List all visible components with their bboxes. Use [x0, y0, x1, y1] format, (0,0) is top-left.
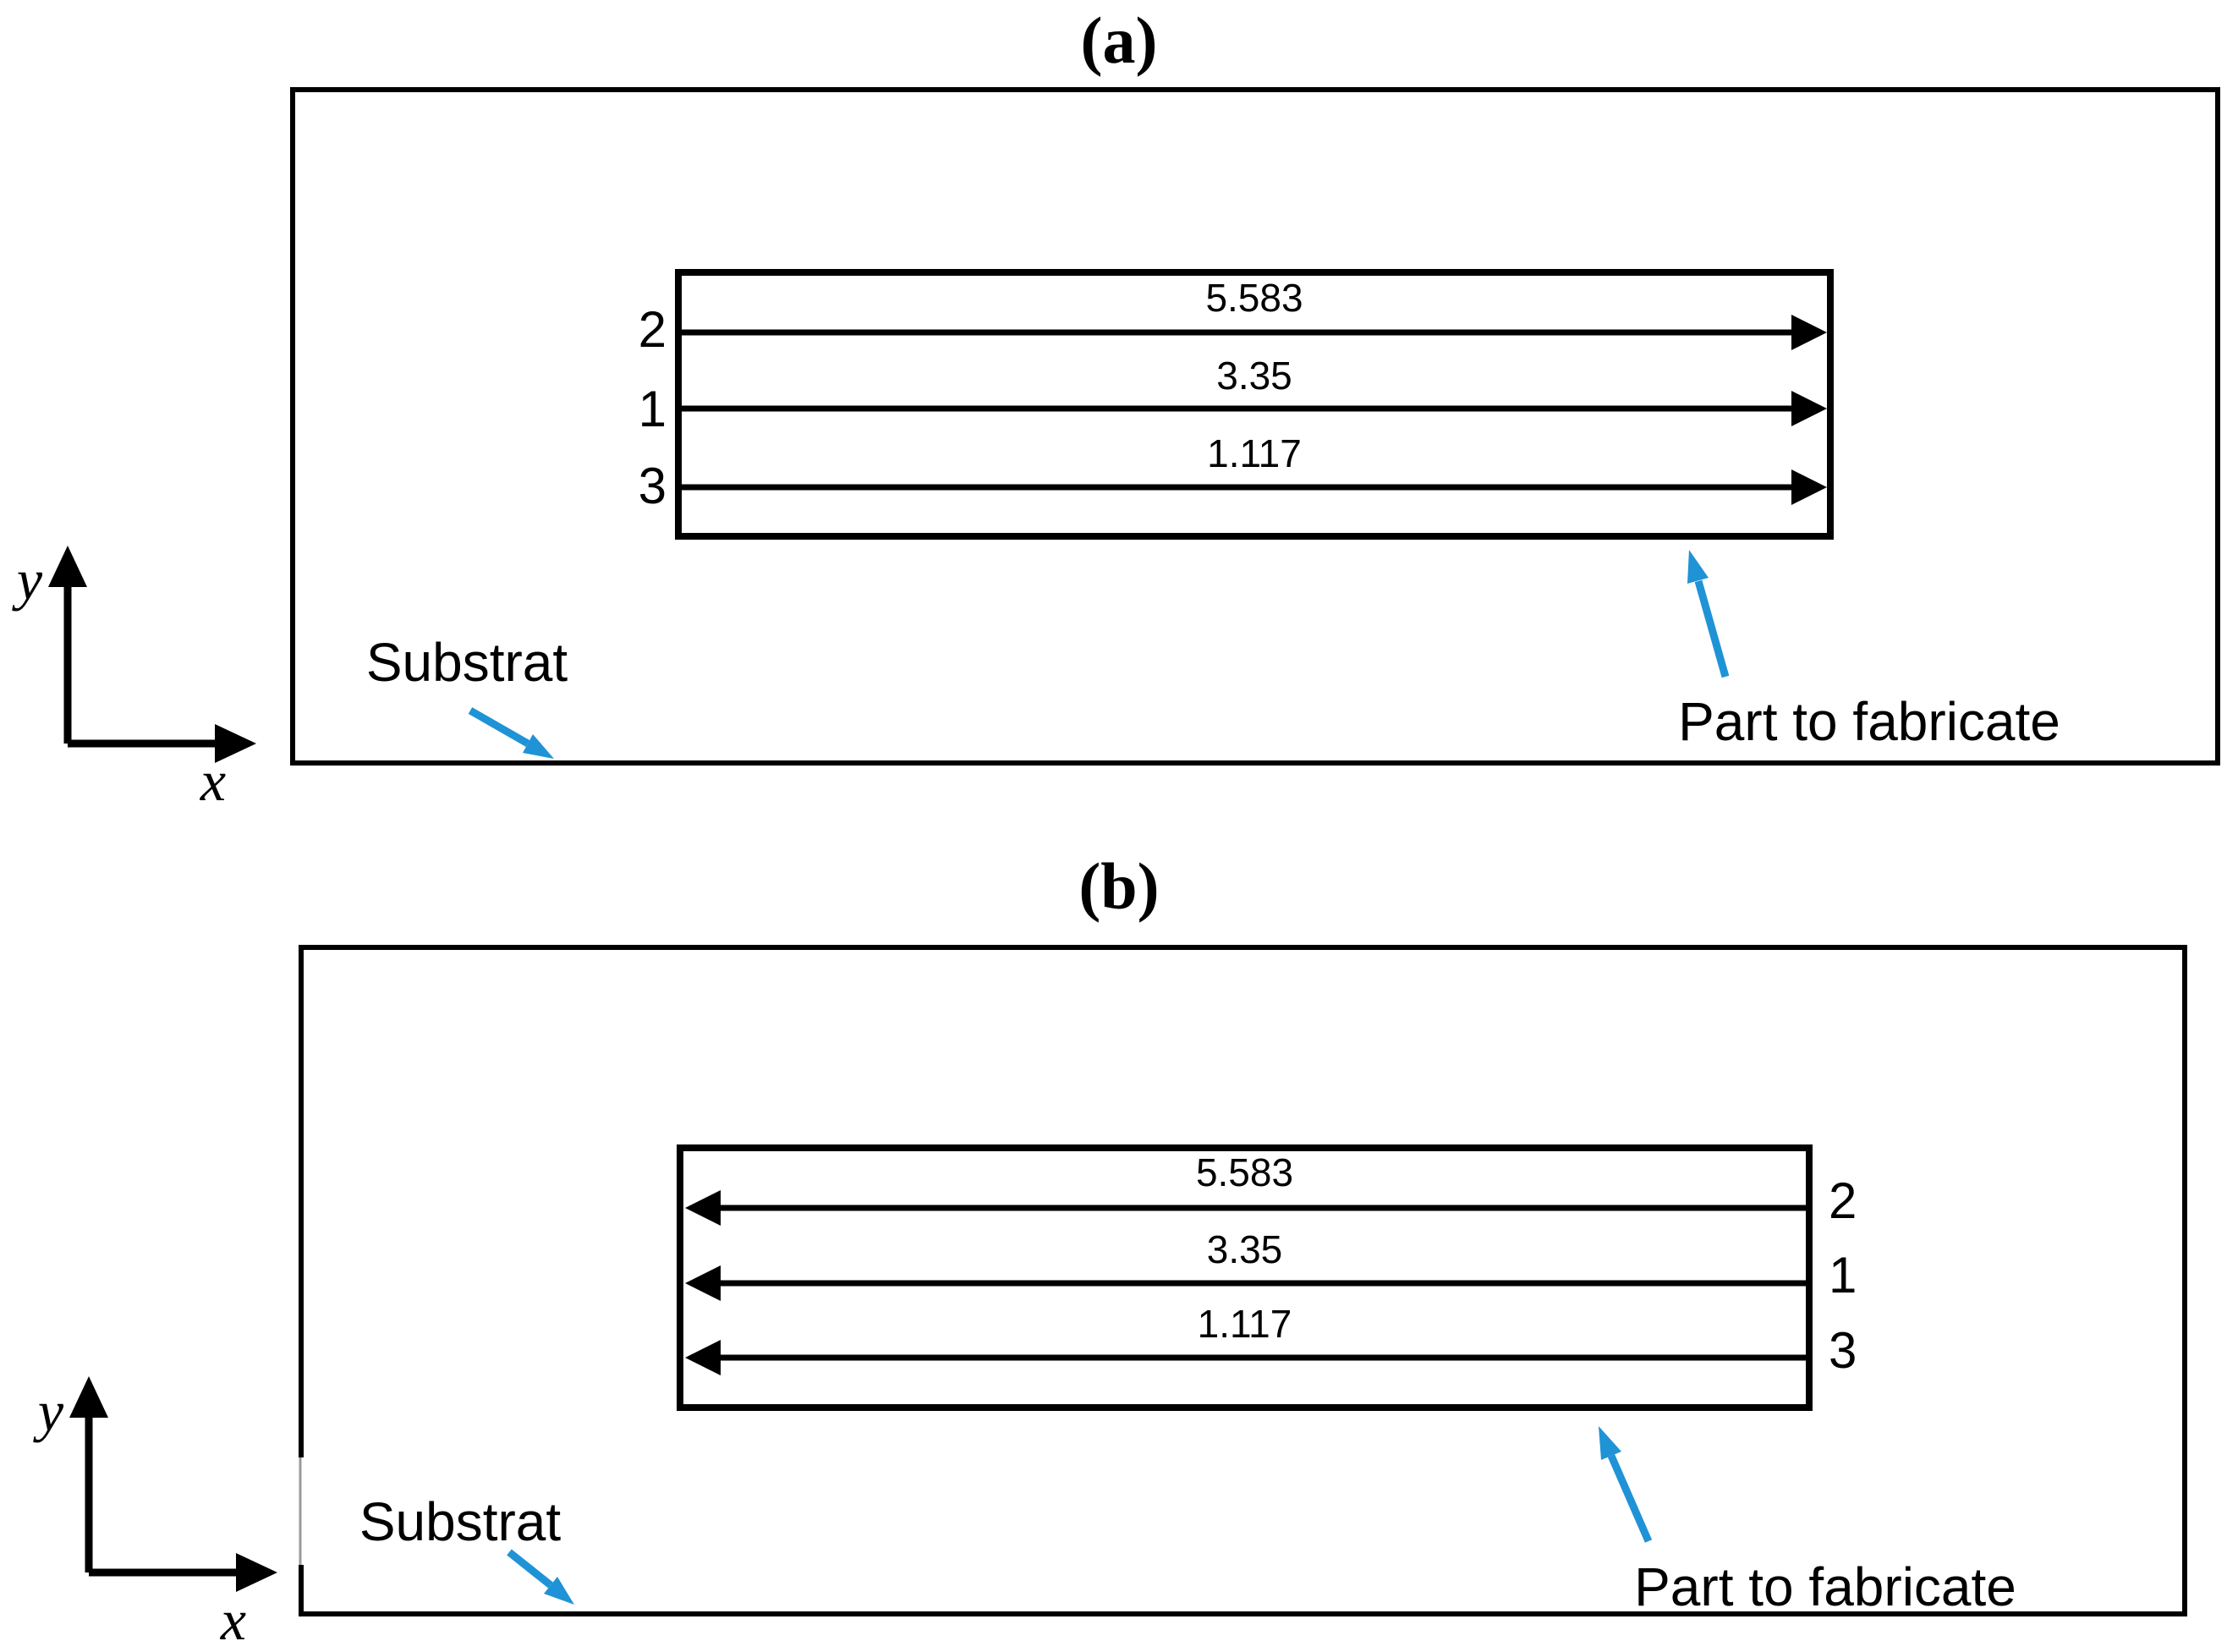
x-axis-label: x: [200, 749, 227, 813]
right-arrowhead-icon: [1791, 391, 1827, 426]
panel-b-callout-arrows: [507, 1426, 1653, 1605]
panel-b-axes: [69, 1376, 277, 1592]
track-order-label: 1: [638, 381, 666, 437]
panel-b-title: (b): [1078, 849, 1160, 923]
panel-a-part-outline: [675, 269, 1834, 540]
panel-b-border-gap: [293, 1457, 305, 1565]
panel-b-track-arrows: [685, 1190, 1807, 1375]
part-to-fabricate-label: Part to fabricate: [1678, 691, 2060, 752]
left-arrowhead-icon: [685, 1265, 721, 1301]
part-to-fabricate-label: Part to fabricate: [1634, 1556, 2016, 1617]
part-callout-arrow-line: [1694, 579, 1730, 678]
substrate-callout-arrowhead-icon: [523, 734, 554, 759]
track-length-label: 1.117: [1197, 1302, 1292, 1346]
right-arrowhead-icon: [1791, 469, 1827, 505]
up-arrowhead-icon: [69, 1376, 108, 1418]
track-order-label: 1: [1829, 1247, 1857, 1303]
track-length-label: 3.35: [1206, 1227, 1283, 1271]
panel-b-part-outline: [677, 1144, 1813, 1411]
substrate-callout-arrow-line: [468, 707, 530, 747]
part-callout-arrow-line: [1607, 1454, 1653, 1543]
substrate-label: Substrat: [359, 1491, 562, 1552]
part-callout-arrowhead-icon: [1599, 1426, 1621, 1460]
track-order-label: 3: [638, 458, 666, 514]
track-order-label: 3: [1829, 1322, 1857, 1379]
substrate-label: Substrat: [365, 632, 568, 693]
right-arrowhead-icon: [1791, 315, 1827, 350]
track-length-label: 3.35: [1216, 354, 1292, 398]
panel-a-axes: [48, 546, 256, 763]
track-order-label: 2: [638, 301, 666, 358]
right-arrowhead-icon: [236, 1553, 277, 1592]
substrate-callout-arrowhead-icon: [544, 1577, 574, 1605]
track-length-label: 5.583: [1205, 276, 1303, 320]
x-axis-label: x: [220, 1588, 247, 1652]
panel-a-title: (a): [1080, 3, 1158, 77]
left-arrowhead-icon: [685, 1190, 721, 1226]
y-axis-label: y: [37, 1379, 64, 1443]
track-length-label: 5.583: [1195, 1150, 1294, 1194]
panel-a-callout-arrows: [468, 550, 1730, 759]
left-arrowhead-icon: [685, 1340, 721, 1375]
y-axis-label: y: [16, 547, 43, 612]
part-callout-arrowhead-icon: [1687, 550, 1709, 584]
substrate-callout-arrow-line: [507, 1549, 553, 1589]
panel-a-track-arrows: [682, 315, 1827, 505]
up-arrowhead-icon: [48, 546, 87, 587]
track-length-label: 1.117: [1207, 431, 1302, 475]
track-order-label: 2: [1829, 1172, 1857, 1229]
right-arrowhead-icon: [215, 724, 256, 763]
